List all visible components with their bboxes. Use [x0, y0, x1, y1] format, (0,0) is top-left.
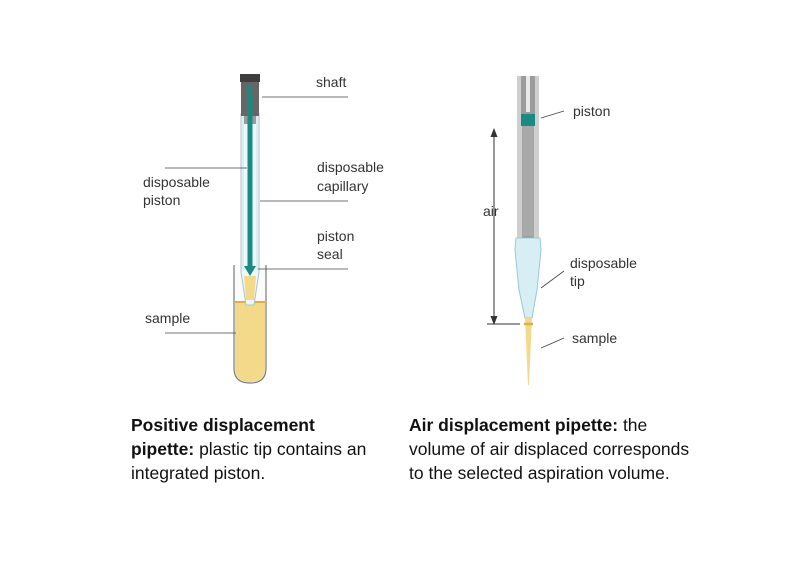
pipette-shaft-right — [517, 76, 539, 262]
sample-tube — [233, 265, 267, 384]
label-piston-right: piston — [573, 103, 610, 119]
label-piston-seal-1: piston — [317, 228, 354, 244]
caption-air-displacement: Air displacement pipette: the volume of … — [409, 413, 699, 485]
caption-left-text: plastic tip contains an integrated pisto… — [131, 439, 367, 483]
label-piston-seal-2: seal — [317, 246, 343, 262]
caption-left-title: Positive displacement pipette: — [131, 415, 315, 459]
disposable-tip — [514, 237, 542, 385]
label-air: air — [483, 203, 499, 219]
label-disposable-capillary-2: capillary — [317, 178, 368, 194]
positive-displacement-pipette: shaft disposable capillary disposable pi… — [143, 74, 384, 384]
label-sample-left: sample — [145, 310, 190, 326]
caption-right-text: the volume of air displaced corresponds … — [409, 415, 690, 483]
air-displacement-pipette: piston air disposable tip sample — [483, 76, 637, 385]
disposable-piston — [244, 86, 256, 276]
caption-right-title: Air displacement pipette: — [409, 415, 619, 435]
air-volume-indicator — [487, 128, 520, 325]
label-disposable-tip-1: disposable — [570, 255, 637, 271]
label-sample-right: sample — [572, 330, 617, 346]
label-disposable-piston-2: piston — [143, 192, 180, 208]
label-shaft: shaft — [316, 74, 346, 90]
caption-positive-displacement: Positive displacement pipette: plastic t… — [131, 413, 381, 485]
label-disposable-tip-2: tip — [570, 273, 585, 289]
label-disposable-piston-1: disposable — [143, 174, 210, 190]
label-disposable-capillary-1: disposable — [317, 159, 384, 175]
